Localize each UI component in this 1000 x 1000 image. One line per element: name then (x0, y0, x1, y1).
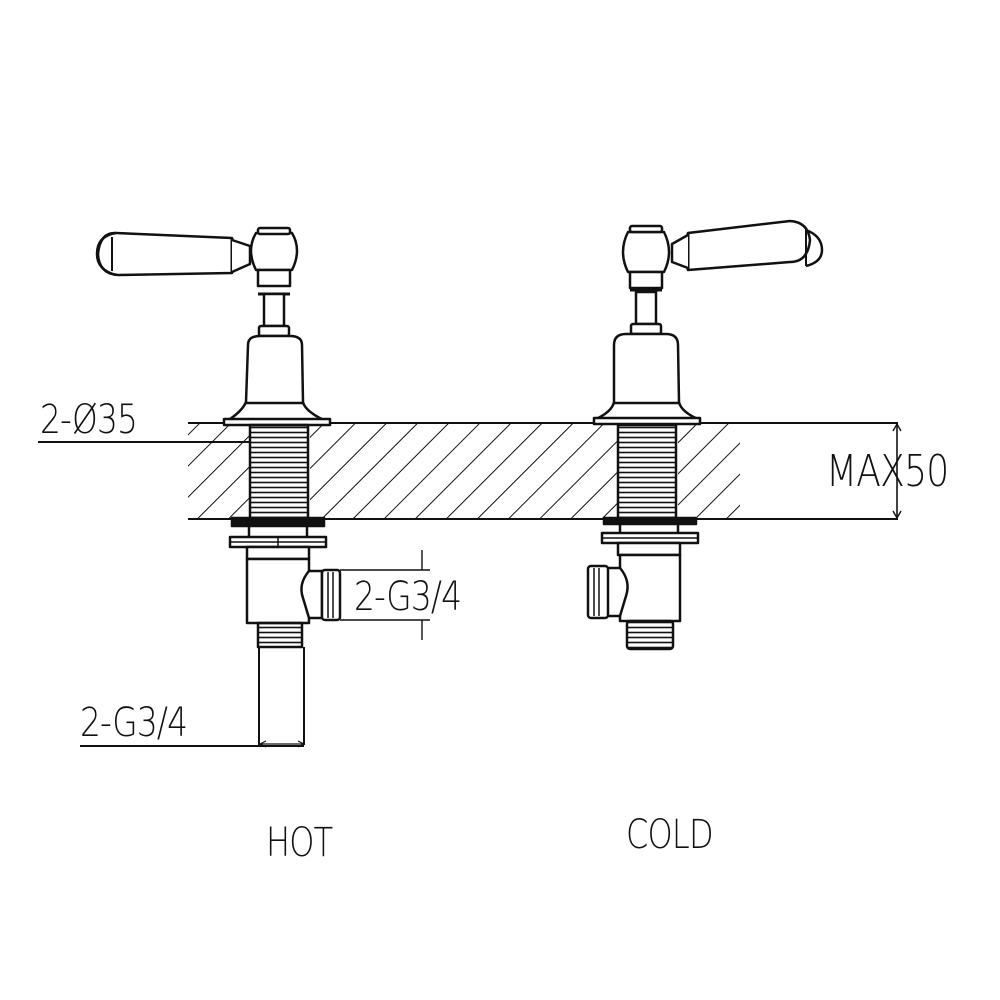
cold-lever-handle (686, 219, 812, 272)
side-outlet-thread-label: 2-G3/4 (354, 574, 462, 620)
cold-tap (586, 219, 824, 651)
hot-outlet-dimension (340, 550, 430, 640)
tail-thread-label: 2-G3/4 (80, 700, 188, 746)
max-thickness-dimension (892, 422, 902, 520)
hot-tail-dimension (80, 740, 306, 748)
hot-lever-handle (96, 231, 234, 277)
hot-label: HOT (266, 820, 333, 866)
cold-label: COLD (626, 812, 714, 858)
max-thickness-label: MAX50 (826, 446, 949, 497)
hot-tap (95, 226, 342, 745)
hole-diameter-label: 2-Ø35 (40, 397, 138, 443)
